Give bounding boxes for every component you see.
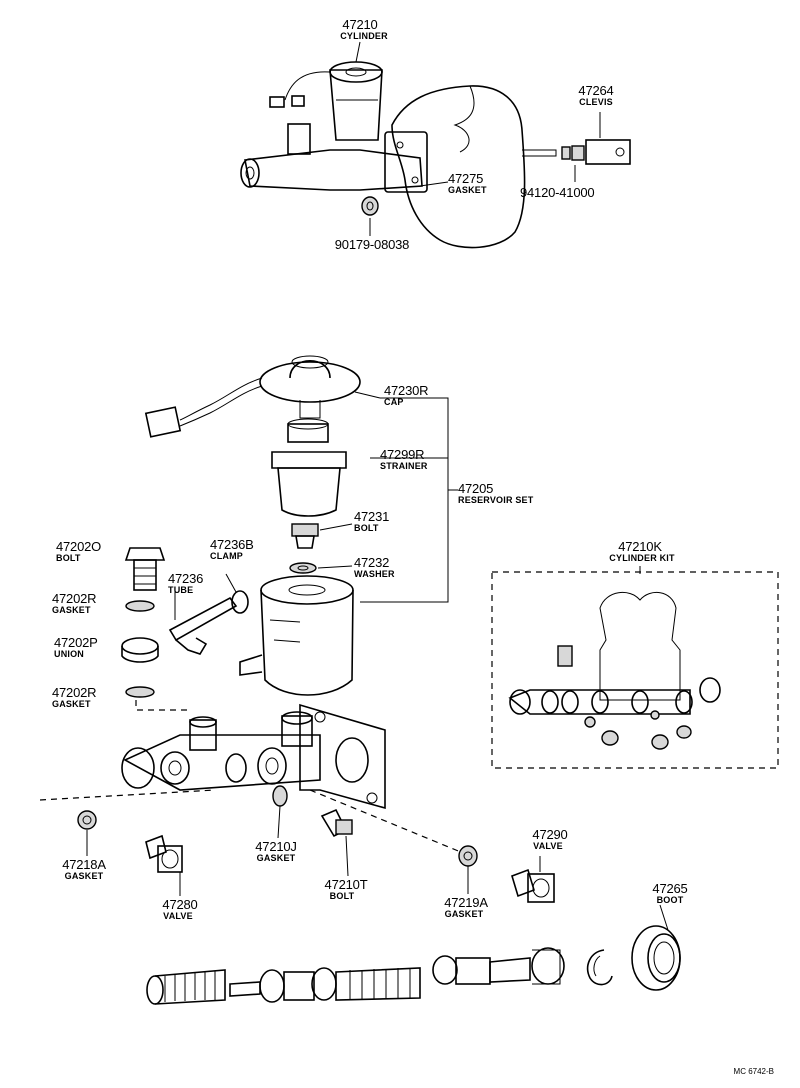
callout-47205-name: RESERVOIR SET	[458, 495, 534, 505]
callout-47280-number: 47280	[162, 897, 198, 912]
callout-47290-number: 47290	[532, 827, 568, 842]
callout-47202R-name-1: GASKET	[52, 605, 91, 615]
reservoir-strainer	[271, 418, 347, 517]
piston-assembly	[146, 947, 565, 1005]
master-cylinder-assembly-top	[240, 61, 428, 193]
clevis-and-nut	[561, 139, 631, 165]
callout-47210J-number: 47210J	[255, 839, 297, 854]
callout-47264-name: CLEVIS	[579, 97, 613, 107]
callout-47265-name: BOOT	[656, 895, 684, 905]
tube-and-clamp	[168, 573, 249, 655]
cylinder-kit-box	[491, 566, 779, 769]
callout-47236-name: TUBE	[168, 585, 194, 595]
callout-47232-number: 47232	[354, 555, 390, 570]
retaining-ring	[586, 949, 613, 986]
lower-leader-lines	[86, 805, 669, 931]
union-47202P	[121, 637, 159, 663]
callout-47275-name: GASKET	[448, 185, 487, 195]
reservoir-cap	[144, 355, 361, 438]
callout-47218A-name: GASKET	[64, 871, 104, 881]
callout-47264-number: 47264	[578, 83, 614, 98]
callout-47205-number: 47205	[458, 481, 494, 496]
callout-47290-name: VALVE	[533, 841, 563, 851]
callout-47210K-number: 47210K	[618, 539, 662, 554]
brake-booster-outline	[391, 85, 557, 249]
callout-47210-name: CYLINDER	[340, 31, 388, 41]
master-cylinder-body	[121, 703, 386, 810]
callout-47210T-number: 47210T	[324, 877, 368, 892]
callout-47232-name: WASHER	[354, 569, 395, 579]
callout-47218A-number: 47218A	[62, 857, 106, 872]
reservoir-bolt	[291, 523, 319, 549]
callout-47280-name: VALVE	[163, 911, 193, 921]
callout-47231-name: BOLT	[354, 523, 379, 533]
top-leader-lines	[355, 41, 601, 236]
callout-47231-number: 47231	[354, 509, 390, 524]
callout-47210J-name: GASKET	[256, 853, 296, 863]
callout-47299R-number: 47299R	[380, 447, 425, 462]
gasket-47219A	[458, 845, 478, 867]
callout-90179-number: 90179-08038	[334, 237, 410, 252]
callout-47202R-number-1: 47202R	[52, 591, 97, 606]
callout-47299R-name: STRAINER	[380, 461, 428, 471]
callout-47219A-name: GASKET	[444, 909, 484, 919]
callout-47230R-number: 47230R	[384, 383, 429, 398]
left-dashed-guides	[39, 700, 216, 801]
callout-47219A-number: 47219A	[444, 895, 488, 910]
callout-94120-number: 94120-41000	[520, 185, 595, 200]
callout-47210-number: 47210	[342, 17, 378, 32]
union-bolt-47202O	[124, 547, 166, 591]
boot-47265	[631, 925, 681, 991]
callout-47236B-name: CLAMP	[210, 551, 243, 561]
valve-47280	[145, 834, 183, 873]
callout-47202P-name: UNION	[54, 649, 84, 659]
gaskets-47202R	[125, 600, 155, 698]
top-nut-90179	[361, 196, 379, 216]
callout-47210T-name: BOLT	[329, 891, 355, 901]
figure-id: MC 6742-B	[733, 1067, 774, 1076]
callout-47202O-name: BOLT	[56, 553, 81, 563]
callout-47202R-name-2: GASKET	[52, 699, 91, 709]
reservoir-bracket-line	[317, 391, 458, 603]
callout-47236B-number: 47236B	[210, 537, 254, 552]
callout-47236-number: 47236	[168, 571, 204, 586]
center-dashed-guide	[309, 789, 469, 856]
bolt-47210T	[320, 808, 353, 838]
callout-47210K-name: CYLINDER KIT	[609, 553, 675, 563]
valve-47290	[511, 868, 555, 903]
reservoir-tank	[239, 575, 354, 696]
callout-47265-number: 47265	[652, 881, 688, 896]
callout-47202P-number: 47202P	[54, 635, 98, 650]
callout-47230R-name: CAP	[384, 397, 404, 407]
callout-47202R-number-2: 47202R	[52, 685, 97, 700]
gasket-47218A	[77, 810, 97, 830]
gasket-47210J	[272, 785, 288, 807]
callout-47275-number: 47275	[448, 171, 484, 186]
callout-47202O-number: 47202O	[56, 539, 102, 554]
reservoir-washer	[289, 562, 317, 574]
